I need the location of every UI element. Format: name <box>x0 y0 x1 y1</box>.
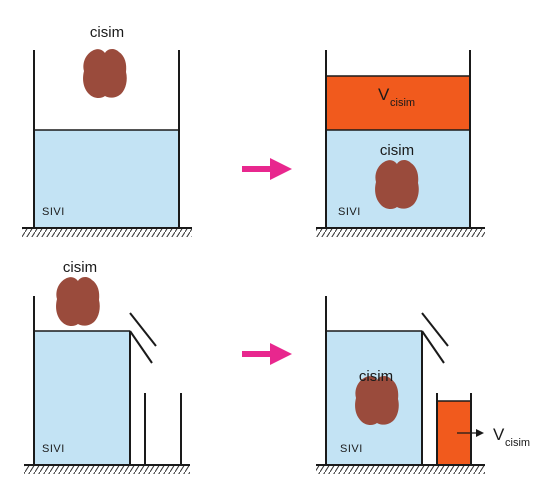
liquid-label: SIVI <box>340 443 363 455</box>
displaced-volume <box>326 76 470 130</box>
collection-cup <box>436 393 472 465</box>
arrow-right-top <box>242 158 292 180</box>
liquid-label: SIVI <box>338 206 361 218</box>
panel-after-immersion: cisim SIVI V cisim <box>316 50 485 237</box>
panel-overflow-after: cisim SIVI V cisim <box>316 296 530 474</box>
volume-label-sub: cisim <box>505 437 530 449</box>
rock-object <box>56 277 100 327</box>
ground-hatch <box>22 229 192 237</box>
object-label: cisim <box>359 368 393 385</box>
water <box>34 130 179 228</box>
panel-overflow-before: cisim SIVI <box>24 259 190 474</box>
liquid-label: SIVI <box>42 443 65 455</box>
liquid-label: SIVI <box>42 206 65 218</box>
overflow-spout <box>421 312 449 364</box>
panel-before-immersion: cisim SIVI <box>22 24 192 237</box>
ground-hatch <box>24 466 190 474</box>
water <box>34 331 130 465</box>
ground-hatch <box>316 229 485 237</box>
volume-label-main: V <box>493 425 505 444</box>
volume-label-main: V <box>378 85 390 104</box>
overflow-spout <box>129 312 157 364</box>
collection-cup <box>144 393 182 465</box>
volume-label-sub: cisim <box>390 97 415 109</box>
volume-pointer-arrow <box>457 429 484 437</box>
object-label: cisim <box>380 142 414 159</box>
arrow-right-bottom <box>242 343 292 365</box>
object-label: cisim <box>90 24 124 41</box>
ground-hatch <box>316 466 485 474</box>
rock-object <box>83 49 127 99</box>
object-label: cisim <box>63 259 97 276</box>
rock-object <box>375 160 419 210</box>
